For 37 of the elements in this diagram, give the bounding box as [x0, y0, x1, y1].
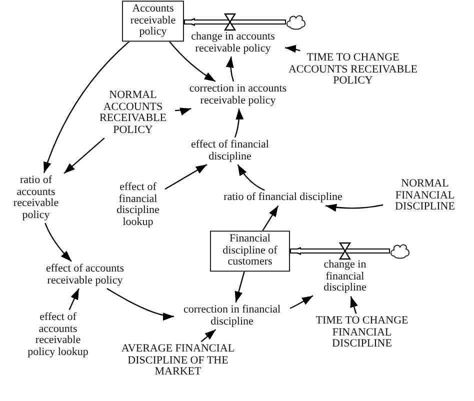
stock-box: Financial discipline of customers — [210, 230, 290, 272]
variable-label: TIME TO CHANGE FINANCIAL DISCIPLINE — [310, 316, 414, 350]
variable-label: effect of financial discipline lookup — [113, 182, 163, 228]
arrow — [164, 164, 208, 190]
arrow — [290, 295, 314, 309]
arrow — [44, 222, 72, 262]
arrow — [234, 108, 244, 138]
arrow — [64, 138, 105, 174]
variable-label: NORMAL FINANCIAL DISCIPLINE — [385, 178, 465, 214]
variable-label: correction in financial discipline — [176, 304, 288, 328]
variable-label: change in accounts receivable policy — [183, 31, 283, 55]
cloud-icon — [390, 243, 410, 259]
arrow — [350, 296, 358, 314]
arrow — [234, 271, 245, 303]
arrow — [43, 40, 130, 174]
arrow — [174, 108, 192, 116]
variable-label: effect of accounts receivable policy lookup — [27, 312, 89, 358]
variable-label: ratio of financial discipline — [213, 192, 353, 204]
arrow — [262, 205, 279, 231]
variable-label: effect of financial discipline — [189, 139, 271, 163]
arrow — [284, 44, 300, 53]
arrow — [168, 40, 216, 82]
variable-label: effect of accounts receivable policy — [46, 263, 124, 287]
cloud-icon — [286, 14, 306, 30]
arrow — [226, 56, 234, 82]
arrow — [200, 329, 216, 342]
flow-pipe — [290, 247, 390, 255]
arrow — [68, 288, 80, 310]
variable-label: change in financial discipline — [315, 260, 375, 294]
stock-box: Accounts receivable policy — [122, 0, 184, 42]
arrow — [325, 204, 384, 212]
variable-label: ratio of accounts receivable policy — [10, 174, 62, 222]
flow-pipe — [184, 18, 286, 26]
variable-label: NORMAL ACCOUNTS RECEIVABLE POLICY — [93, 90, 173, 136]
variable-label: AVERAGE FINANCIAL DISCIPLINE OF THE MARKET — [118, 344, 238, 378]
arrow — [106, 288, 174, 320]
arrow — [237, 164, 265, 191]
